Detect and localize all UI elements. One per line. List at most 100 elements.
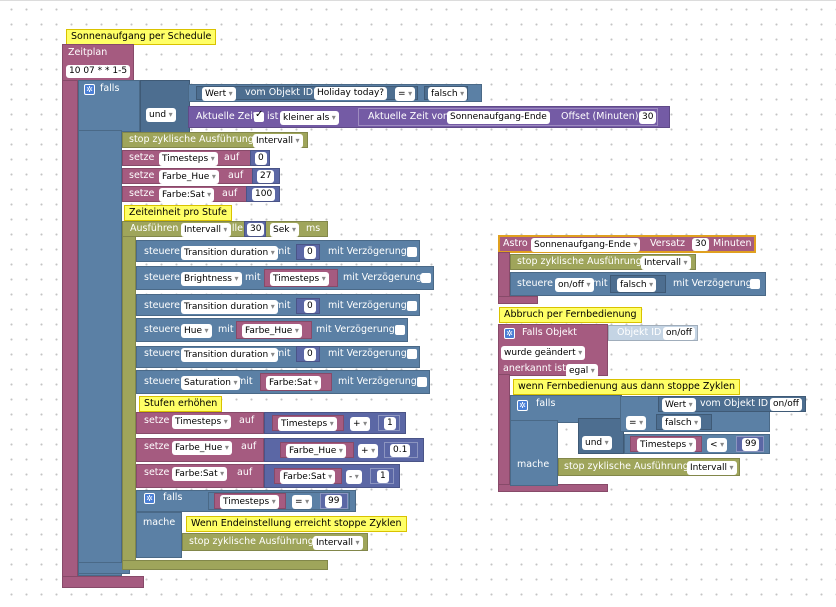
kleiner-als-dropdown[interactable]: kleiner als — [280, 111, 339, 125]
objekt-id-label: Objekt ID — [617, 327, 662, 338]
less-than-dropdown[interactable]: < — [707, 438, 728, 452]
zero-field[interactable]: 0 — [304, 246, 316, 259]
state-hue-dropdown[interactable]: Hue — [181, 324, 212, 338]
mit-label: mit — [245, 272, 261, 283]
mutator-gear-icon[interactable]: ✲ — [84, 84, 95, 95]
var-farbe-hue-dropdown[interactable]: Farbe_Hue — [286, 444, 346, 458]
mutator-gear-icon[interactable]: ✲ — [517, 400, 528, 411]
alle-value-field[interactable]: 30 — [247, 223, 265, 236]
falsch-dropdown[interactable]: falsch — [428, 87, 468, 101]
var-farbe-hue-dropdown[interactable]: Farbe_Hue — [242, 324, 302, 338]
wurde-geaendert-dropdown[interactable]: wurde geändert — [501, 346, 586, 360]
ninety-nine-field[interactable]: 99 — [325, 495, 343, 508]
ninety-nine-field[interactable]: 99 — [742, 438, 760, 451]
state-saturation-dropdown[interactable]: Saturation — [181, 376, 241, 390]
egal-dropdown[interactable]: egal — [566, 364, 598, 378]
und-block[interactable] — [140, 80, 190, 134]
comment-endeinstellung[interactable]: Wenn Endeinstellung erreicht stoppe Zykl… — [186, 516, 407, 532]
intervall-dropdown[interactable]: Intervall — [181, 223, 231, 237]
zero-field[interactable]: 0 — [304, 300, 316, 313]
var-timesteps-dropdown[interactable]: Timesteps — [637, 438, 696, 452]
comment-sonnenaufgang[interactable]: Sonnenaufgang per Schedule — [66, 29, 217, 45]
var-timesteps-dropdown[interactable]: Timesteps — [278, 417, 337, 431]
steuere-label: steuere — [144, 324, 180, 335]
versatz-label: Versatz — [650, 238, 685, 249]
zeitplan-label: Zeitplan — [68, 47, 108, 58]
steuere-label: steuere — [144, 348, 180, 359]
auf-label: auf — [222, 188, 238, 199]
state-brightness-dropdown[interactable]: Brightness — [181, 272, 242, 286]
state-transition-dropdown[interactable]: Transition duration — [181, 246, 278, 260]
state-transition-dropdown[interactable]: Transition duration — [181, 348, 278, 362]
mit-verzoegerung-label: mit Verzögerung — [316, 324, 395, 335]
inc-hue-field[interactable]: 0.1 — [390, 444, 411, 457]
equals-dropdown[interactable]: = — [292, 495, 313, 509]
var-timesteps-dropdown[interactable]: Timesteps — [172, 415, 231, 429]
sek-dropdown[interactable]: Sek — [270, 223, 300, 237]
comment-fernbedienung[interactable]: wenn Fernbedienung aus dann stoppe Zykle… — [513, 379, 741, 395]
comment-zeiteinheit[interactable]: Zeiteinheit pro Stufe — [124, 205, 232, 221]
steuere-label: steuere — [144, 376, 180, 387]
delay-checkbox[interactable] — [395, 325, 405, 335]
plus-dropdown[interactable]: + — [350, 417, 371, 431]
intervall-dropdown[interactable]: Intervall — [313, 536, 363, 550]
holiday-object-field[interactable]: Holiday today? — [314, 87, 388, 100]
auf-label: auf — [228, 170, 244, 181]
mit-label: mit — [275, 348, 291, 359]
intervall-dropdown[interactable]: Intervall — [253, 134, 303, 148]
setze-label: setze — [144, 467, 170, 478]
var-farbe-sat-dropdown[interactable]: Farbe:Sat — [172, 467, 228, 481]
versatz-value-field[interactable]: 30 — [692, 238, 710, 251]
var-farbe-sat-dropdown[interactable]: Farbe:Sat — [266, 376, 322, 390]
comment-abbruch[interactable]: Abbruch per Fernbedienung — [499, 307, 642, 323]
equals-dropdown[interactable]: = — [626, 416, 647, 430]
aktuelle-zeit-checkbox[interactable]: ✓ — [254, 109, 264, 122]
var-farbe-sat-dropdown[interactable]: Farbe:Sat — [159, 188, 215, 202]
schedule-block-footer — [62, 576, 144, 588]
wert-dropdown[interactable]: Wert — [662, 398, 696, 412]
delay-checkbox[interactable] — [407, 349, 417, 359]
delay-checkbox[interactable] — [421, 273, 431, 283]
falsch-dropdown[interactable]: falsch — [662, 416, 702, 430]
delay-checkbox[interactable] — [407, 301, 417, 311]
state-onoff-dropdown[interactable]: on/off — [555, 278, 594, 292]
set2-value-field[interactable]: 27 — [257, 170, 275, 183]
delay-checkbox[interactable] — [407, 247, 417, 257]
mutator-gear-icon[interactable]: ✲ — [504, 328, 515, 339]
falsch-dropdown[interactable]: falsch — [617, 278, 657, 292]
comment-stufen[interactable]: Stufen erhöhen — [139, 396, 223, 412]
var-farbe-hue-dropdown[interactable]: Farbe_Hue — [159, 170, 219, 184]
plus-dropdown[interactable]: + — [358, 444, 379, 458]
minus-dropdown[interactable]: - — [346, 470, 362, 484]
one-field[interactable]: 1 — [377, 470, 389, 483]
intervall-dropdown[interactable]: Intervall — [687, 461, 737, 475]
setze-label: setze — [129, 170, 155, 181]
sunrise-end-dropdown[interactable]: Sonnenaufgang-Ende — [531, 238, 641, 252]
offset-value-field[interactable]: 30 — [639, 111, 657, 124]
var-timesteps-dropdown[interactable]: Timesteps — [159, 152, 218, 166]
set3-value-field[interactable]: 100 — [252, 188, 276, 201]
var-timesteps-dropdown[interactable]: Timesteps — [270, 272, 329, 286]
cron-field[interactable]: 10 07 * * 1-5 — [66, 65, 131, 78]
zero-field[interactable]: 0 — [304, 348, 316, 361]
steuere-label: steuere — [144, 300, 180, 311]
var-timesteps-dropdown[interactable]: Timesteps — [220, 495, 279, 509]
mit-verzoegerung-label: mit Verzögerung — [328, 300, 407, 311]
intervall-dropdown[interactable]: Intervall — [641, 256, 691, 270]
onoff-object-field[interactable]: on/off — [770, 398, 802, 411]
und-dropdown[interactable]: und — [582, 436, 612, 450]
set1-value-field[interactable]: 0 — [255, 152, 267, 165]
mutator-gear-icon[interactable]: ✲ — [144, 493, 155, 504]
wert-dropdown[interactable]: Wert — [202, 87, 236, 101]
und-dropdown[interactable]: und — [146, 108, 176, 122]
one-field[interactable]: 1 — [384, 417, 396, 430]
var-farbe-sat-dropdown[interactable]: Farbe:Sat — [280, 470, 336, 484]
equals-dropdown[interactable]: = — [395, 87, 416, 101]
delay-checkbox[interactable] — [417, 377, 427, 387]
onoff-object-field[interactable]: on/off — [663, 327, 695, 340]
sunrise-end-field[interactable]: Sonnenaufgang-Ende — [447, 111, 550, 124]
astro-block-footer — [498, 296, 538, 304]
state-transition-dropdown[interactable]: Transition duration — [181, 300, 278, 314]
var-farbe-hue-dropdown[interactable]: Farbe_Hue — [172, 441, 232, 455]
delay-checkbox[interactable] — [750, 279, 760, 289]
